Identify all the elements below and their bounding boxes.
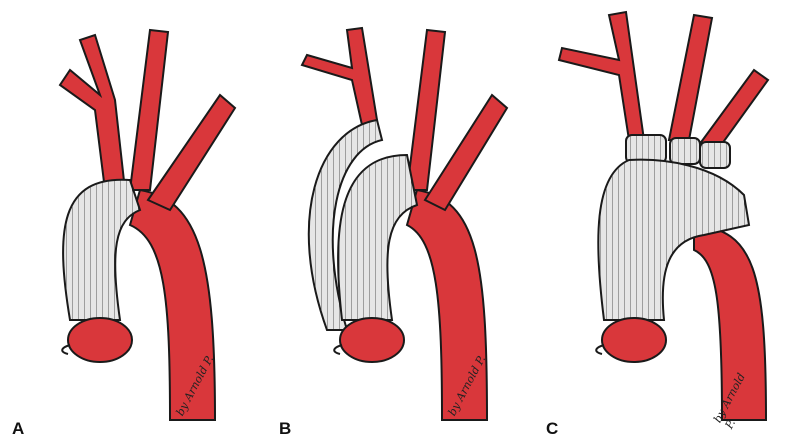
aortic-root: [601, 317, 667, 363]
graft-cuff-left-carotid: [669, 137, 701, 165]
brachiocephalic-artery: [300, 26, 379, 127]
panel-b: B by Arnold P.: [267, 0, 533, 447]
coronary-artery: [333, 344, 343, 355]
graft-ascending-arch: [62, 178, 142, 321]
graft-cuff-left-subclavian: [699, 141, 731, 169]
panel-b-illustration: [300, 26, 509, 421]
descending-aorta: [405, 188, 489, 421]
descending-aorta: [693, 223, 768, 421]
panel-c-illustration: [557, 10, 770, 421]
graft-ascending-arch: [597, 158, 751, 321]
left-carotid-artery: [128, 28, 170, 191]
coronary-artery: [595, 344, 605, 355]
aortic-root: [339, 317, 405, 363]
panel-c: C by Arnold P.: [534, 0, 800, 447]
panel-a-illustration: [58, 28, 237, 421]
descending-aorta: [128, 188, 217, 421]
left-subclavian-artery: [146, 93, 237, 212]
left-carotid-artery: [667, 13, 714, 141]
left-subclavian-artery: [697, 68, 770, 150]
left-subclavian-artery: [423, 93, 509, 212]
coronary-artery: [61, 344, 71, 355]
brachiocephalic-artery: [58, 33, 127, 191]
brachiocephalic-artery: [557, 10, 646, 141]
graft-ascending-arch: [337, 153, 419, 321]
left-carotid-artery: [405, 28, 447, 191]
panel-label-a: A: [12, 419, 25, 438]
panel-a: A by Arnold P.: [0, 0, 266, 447]
panel-label-b: B: [279, 419, 292, 438]
panel-label-c: C: [546, 419, 559, 438]
side-branch-graft: [307, 118, 384, 331]
aortic-root: [67, 317, 133, 363]
